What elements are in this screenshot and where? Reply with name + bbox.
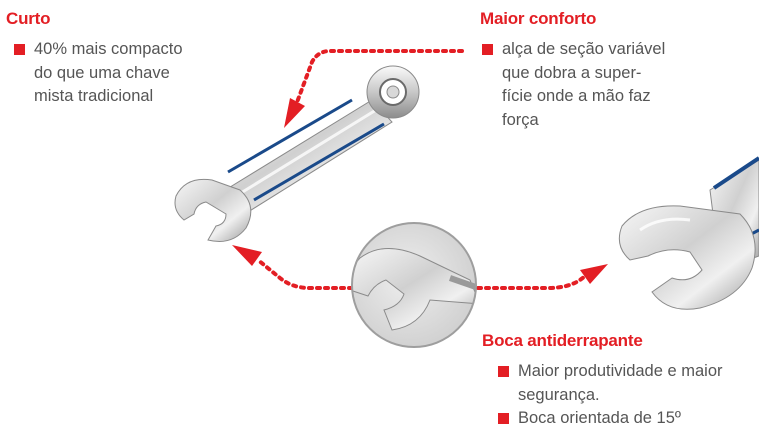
- bullet-line: força: [502, 110, 539, 129]
- bullet-square-icon: [482, 44, 493, 55]
- bullet-line: Maior produtividade e maior: [518, 362, 723, 380]
- magnifier-lens: [351, 222, 477, 348]
- bullet-item: 40% mais compacto do que uma chave mista…: [14, 38, 183, 109]
- heading-boca-antiderrapante: Boca antiderrapante: [482, 331, 643, 350]
- connector-bottom: [232, 245, 608, 290]
- arrowhead-left: [232, 245, 262, 266]
- bullet-line: que dobra a super-: [502, 63, 642, 82]
- arrowhead-right: [580, 264, 608, 284]
- bullet-list-curto: 40% mais compacto do que uma chave mista…: [14, 38, 183, 109]
- connector-top: [284, 49, 464, 128]
- bullet-line: Boca orientada de 15º: [518, 409, 681, 427]
- arrowhead-top: [284, 98, 305, 128]
- heading-curto: Curto: [6, 9, 51, 28]
- bullet-square-icon: [498, 366, 509, 377]
- bullet-list-boca: Maior produtividade e maior segurança. B…: [498, 360, 723, 431]
- bullet-item: Maior produtividade e maior segurança.: [498, 360, 723, 407]
- bullet-square-icon: [498, 413, 509, 424]
- bullet-line: fície onde a mão faz: [502, 87, 651, 105]
- bullet-list-conforto: alça de seção variável que dobra a super…: [482, 38, 665, 132]
- wrench-closeup: [618, 156, 759, 310]
- bullet-square-icon: [14, 44, 25, 55]
- wrench-main: [174, 65, 420, 242]
- bullet-item: Boca orientada de 15º: [498, 407, 723, 431]
- bullet-line: alça de seção variável: [502, 40, 666, 58]
- bullet-line: mista tradicional: [34, 87, 154, 105]
- bullet-line: segurança.: [518, 385, 600, 404]
- heading-maior-conforto: Maior conforto: [480, 9, 597, 28]
- bullet-line: 40% mais compacto: [34, 40, 183, 58]
- bullet-line: do que uma chave: [34, 63, 170, 82]
- bullet-item: alça de seção variável que dobra a super…: [482, 38, 665, 132]
